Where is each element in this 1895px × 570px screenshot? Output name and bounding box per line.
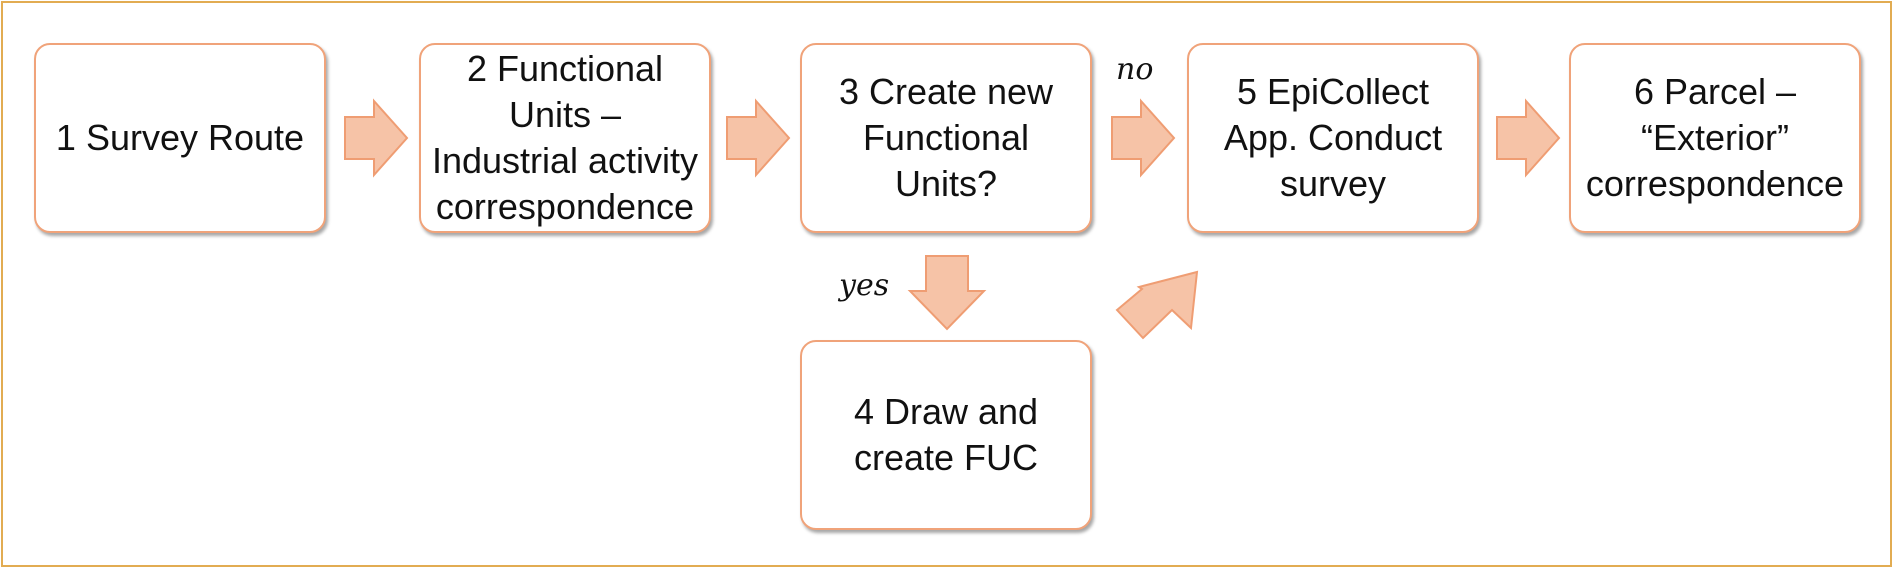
step-4-text: 4 Draw and create FUC (853, 391, 1039, 478)
step-1-text: 1 Survey Route (55, 117, 305, 158)
arrow-2-to-3 (726, 98, 791, 178)
arrow-3-to-4 (907, 255, 987, 331)
arrow-4-to-5 (1115, 270, 1199, 340)
step-3-box: 3 Create new Functional Units? (800, 43, 1092, 233)
step-6-box: 6 Parcel – “Exterior” correspondence (1569, 43, 1861, 233)
step-2-box: 2 Functional Units – Industrial activity… (419, 43, 711, 233)
step-2-text: 2 Functional Units – Industrial activity… (431, 48, 699, 227)
step-5-box: 5 EpiCollect App. Conduct survey (1187, 43, 1479, 233)
edge-label-yes: yes (839, 268, 890, 303)
step-5-text: 5 EpiCollect App. Conduct survey (1223, 71, 1443, 204)
arrow-3-to-5 (1111, 98, 1176, 178)
arrow-5-to-6 (1496, 98, 1561, 178)
step-6-text: 6 Parcel – “Exterior” correspondence (1585, 71, 1845, 204)
step-1-box: 1 Survey Route (34, 43, 326, 233)
edge-label-no: no (1116, 52, 1154, 87)
step-3-text: 3 Create new Functional Units? (838, 71, 1054, 204)
step-4-box: 4 Draw and create FUC (800, 340, 1092, 530)
arrow-1-to-2 (344, 98, 409, 178)
